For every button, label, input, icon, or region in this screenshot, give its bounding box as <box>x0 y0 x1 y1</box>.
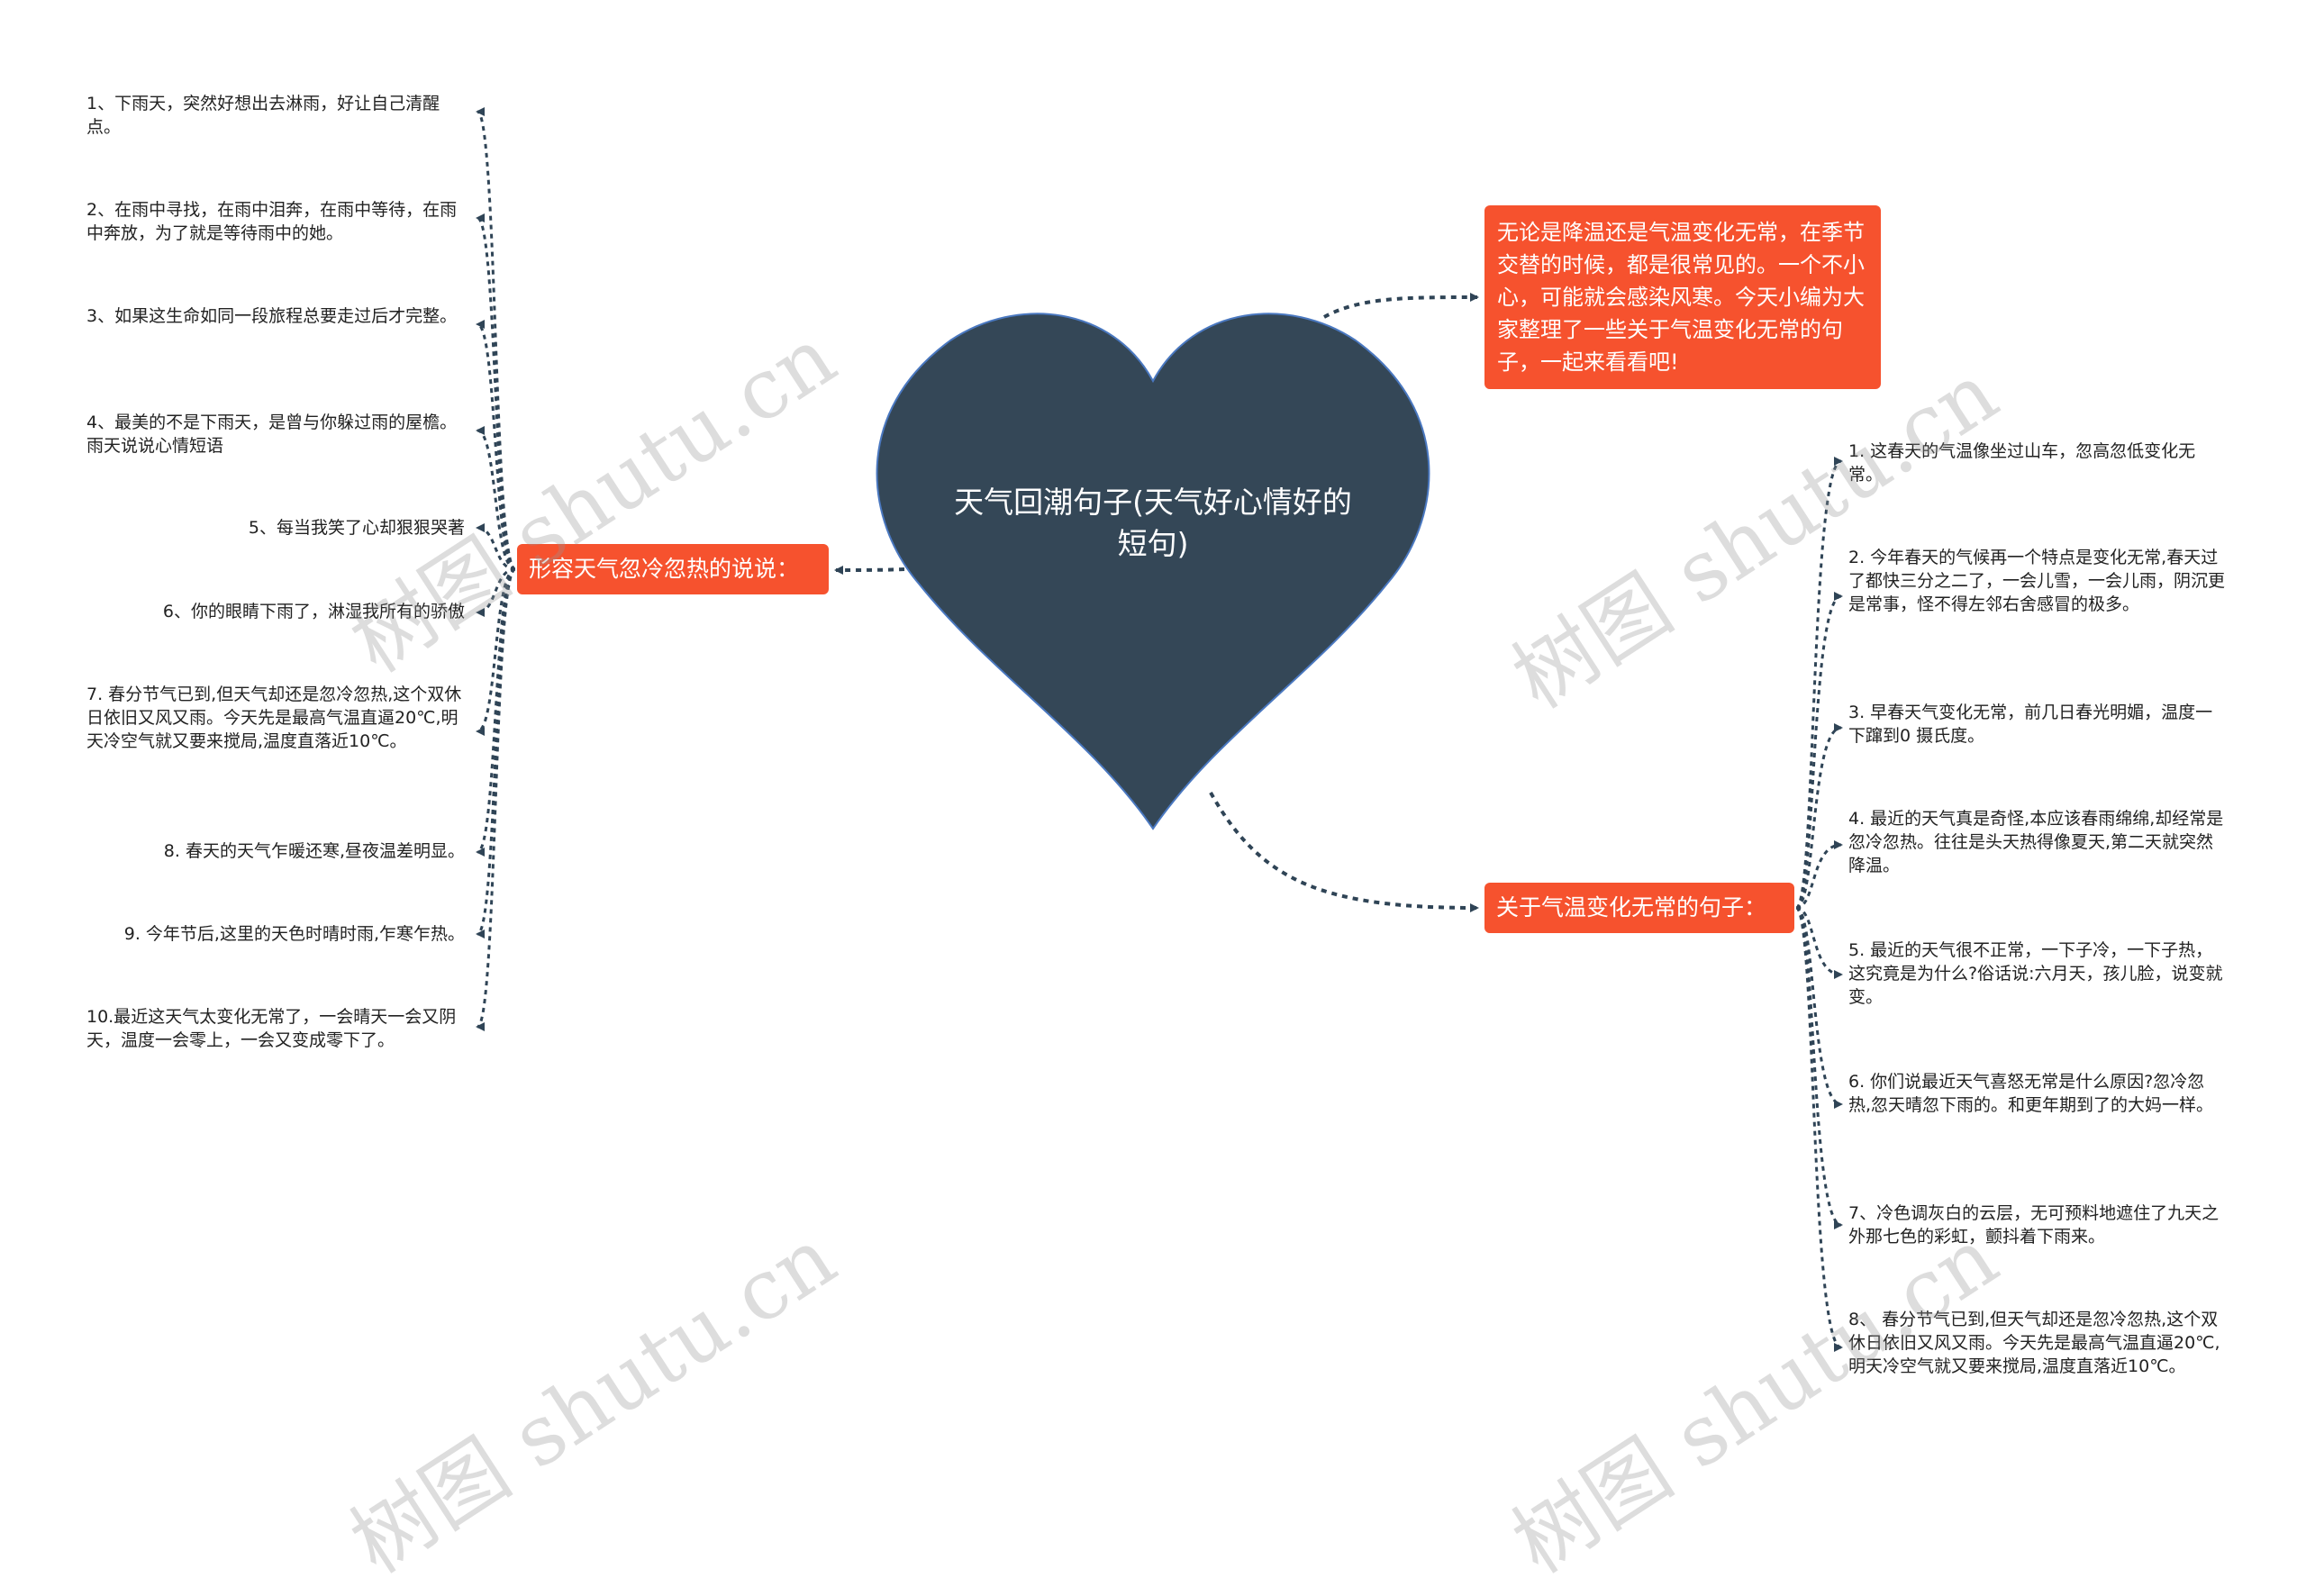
edge-left-leaf-4 <box>476 426 516 571</box>
edge-left-leaf-6 <box>476 567 516 617</box>
central-topic: 天气回潮句子(天气好心情好的短句) <box>954 485 1352 561</box>
left-leaf-2[interactable]: 2、在雨中寻找，在雨中泪奔，在雨中等待，在雨中奔放，为了就是等待雨中的她。 <box>86 200 458 243</box>
edge-left-leaf-2 <box>476 213 517 571</box>
right-leaf-1[interactable]: 1. 这春天的气温像坐过山车，忽高忽低变化无常。 <box>1848 441 2196 485</box>
connector-layer <box>476 107 1843 1352</box>
left-leaf-10[interactable]: 10.最近这天气太变化无常了，一会晴天一会又阴天，温度一会零上，一会又变成零下了… <box>86 1007 457 1050</box>
heart-shape <box>876 313 1430 830</box>
edge-left-leaf-9 <box>476 567 517 939</box>
left-leaf-4[interactable]: 4、最美的不是下雨天，是曾与你躲过雨的屋檐。雨天说说心情短语 <box>86 413 458 456</box>
left-branch-node[interactable]: 形容天气忽冷忽热的说说： <box>517 544 829 594</box>
edge-left-leaf-3 <box>476 320 516 571</box>
edge-heart-left-branch <box>834 565 905 575</box>
right-leaf-4[interactable]: 4. 最近的天气真是奇怪,本应该春雨绵绵,却经常是忽冷忽热。往往是头天热得像夏天… <box>1848 809 2224 875</box>
edge-right-leaf-8 <box>1794 906 1843 1352</box>
left-leaf-7[interactable]: 7. 春分节气已到,但天气却还是忽冷忽热,这个双休日依旧又风又雨。今天先是最高气… <box>86 685 462 751</box>
edge-left-leaf-10 <box>476 567 517 1031</box>
left-leaf-9[interactable]: 9. 今年节后,这里的天色时晴时雨,乍寒乍热。 <box>123 924 465 944</box>
right-leaf-8[interactable]: 8、 春分节气已到,但天气却还是忽冷忽热,这个双休日依旧又风又雨。今天先是最高气… <box>1848 1310 2220 1376</box>
left-leaf-5[interactable]: 5、每当我笑了心却狠狠哭著 <box>248 518 465 538</box>
left-leaf-1[interactable]: 1、下雨天，突然好想出去淋雨，好让自己清醒点。 <box>86 94 440 137</box>
edge-right-leaf-1 <box>1794 457 1843 910</box>
right-leaf-5[interactable]: 5. 最近的天气很不正常，一下子冷，一下子热，这究竟是为什么?俗话说:六月天，孩… <box>1848 940 2223 1007</box>
right-branch-node[interactable]: 关于气温变化无常的句子： <box>1484 883 1794 933</box>
edge-left-leaf-1 <box>476 107 517 571</box>
edge-right-leaf-7 <box>1794 906 1843 1229</box>
right-leaf-3[interactable]: 3. 早春天气变化无常，前几日春光明媚，温度一下蹿到0 摄氏度。 <box>1848 703 2213 746</box>
edge-right-leaf-2 <box>1794 592 1843 910</box>
edge-heart-intro <box>1323 293 1479 319</box>
edge-right-leaf-4 <box>1795 840 1843 910</box>
left-leaf-8[interactable]: 8. 春天的天气乍暖还寒,昼夜温差明显。 <box>163 841 465 861</box>
right-leaf-7[interactable]: 7、冷色调灰白的云层，无可预料地遮住了九天之外那七色的彩虹，颤抖着下雨来。 <box>1848 1203 2220 1247</box>
right-leaf-6[interactable]: 6. 你们说最近天气喜怒无常是什么原因?忽冷忽热,忽天晴忽下雨的。和更年期到了的… <box>1848 1072 2214 1115</box>
left-leaf-3[interactable]: 3、如果这生命如同一段旅程总要走过后才完整。 <box>86 306 458 326</box>
edge-right-leaf-5 <box>1795 906 1843 979</box>
edge-left-leaf-7 <box>476 567 516 736</box>
edge-left-leaf-8 <box>476 567 516 857</box>
mindmap-canvas: 天气回潮句子(天气好心情好的短句) 无论是降温还是气温变化无常，在季节交替的时候… <box>86 94 2226 1591</box>
right-leaf-2[interactable]: 2. 今年春天的气候再一个特点是变化无常,春天过了都快三分之二了，一会儿雪，一会… <box>1848 548 2226 614</box>
intro-node[interactable]: 无论是降温还是气温变化无常，在季节交替的时候，都是很常见的。一个不小心，可能就会… <box>1484 205 1881 389</box>
edge-right-leaf-3 <box>1795 723 1843 910</box>
edge-heart-right-branch <box>1209 792 1479 912</box>
edge-left-leaf-5 <box>476 523 516 571</box>
central-heart[interactable] <box>865 304 1441 831</box>
left-leaf-6[interactable]: 6、你的眼睛下雨了，淋湿我所有的骄傲 <box>162 602 465 621</box>
